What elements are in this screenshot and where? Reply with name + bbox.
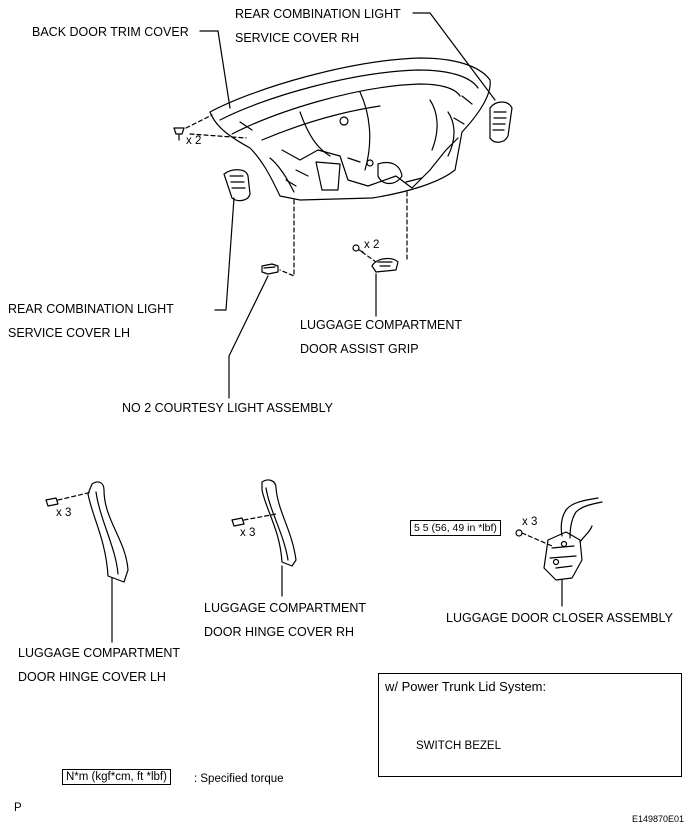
label-rear-light-rh-line2: SERVICE COVER RH xyxy=(235,31,360,45)
label-back-door-trim-cover: BACK DOOR TRIM COVER xyxy=(32,25,189,39)
qty-grip-screws: x 2 xyxy=(364,239,380,251)
rear-light-service-cover-lh xyxy=(223,169,251,202)
rear-light-service-cover-rh xyxy=(489,101,513,143)
inset-title: w/ Power Trunk Lid System: xyxy=(385,679,547,694)
label-switch-bezel: SWITCH BEZEL xyxy=(416,740,501,752)
luggage-door-closer-assembly xyxy=(543,497,603,581)
back-door-trim-cover xyxy=(209,57,491,201)
legend-description: : Specified torque xyxy=(194,773,284,785)
qty-trim-clips: x 2 xyxy=(186,135,202,147)
no2-courtesy-light-assembly xyxy=(261,263,279,275)
hinge-rh-clip xyxy=(231,517,245,527)
label-hinge-rh-line2: DOOR HINGE COVER RH xyxy=(204,625,355,639)
page-marker: P xyxy=(14,802,22,814)
torque-closer-box: 5 5 (56, 49 in *lbf) xyxy=(410,520,501,536)
label-rear-light-lh-line1: REAR COMBINATION LIGHT xyxy=(8,302,174,316)
label-hinge-lh-line2: DOOR HINGE COVER LH xyxy=(18,670,166,684)
label-assist-grip-line2: DOOR ASSIST GRIP xyxy=(300,342,419,356)
qty-hinge-rh-clips: x 3 xyxy=(240,527,256,539)
grip-screw xyxy=(352,244,364,253)
label-hinge-lh-line1: LUGGAGE COMPARTMENT xyxy=(18,646,181,660)
label-courtesy-light: NO 2 COURTESY LIGHT ASSEMBLY xyxy=(122,401,333,415)
legend-unit-text: N*m (kgf*cm, ft *lbf) xyxy=(66,771,167,783)
label-rear-light-rh-line1: REAR COMBINATION LIGHT xyxy=(235,7,401,21)
door-hinge-cover-lh xyxy=(87,481,129,583)
legend-unit-box: N*m (kgf*cm, ft *lbf) xyxy=(62,769,171,785)
trim-clip xyxy=(173,127,185,141)
label-assist-grip-line1: LUGGAGE COMPARTMENT xyxy=(300,318,463,332)
label-rear-light-lh-line2: SERVICE COVER LH xyxy=(8,326,131,340)
label-door-closer: LUGGAGE DOOR CLOSER ASSEMBLY xyxy=(446,611,673,625)
luggage-compartment-door-assist-grip xyxy=(371,257,399,273)
qty-closer-bolts: x 3 xyxy=(522,516,538,528)
door-hinge-cover-rh xyxy=(261,479,297,567)
qty-hinge-lh-clips: x 3 xyxy=(56,507,72,519)
closer-bolt xyxy=(515,529,523,537)
power-trunk-lid-inset: w/ Power Trunk Lid System: xyxy=(378,673,682,777)
hinge-lh-clip xyxy=(45,497,59,507)
figure-code: E149870E01 xyxy=(632,814,685,824)
label-hinge-rh-line1: LUGGAGE COMPARTMENT xyxy=(204,601,367,615)
torque-closer-value: 5 5 (56, 49 in *lbf) xyxy=(414,522,497,534)
